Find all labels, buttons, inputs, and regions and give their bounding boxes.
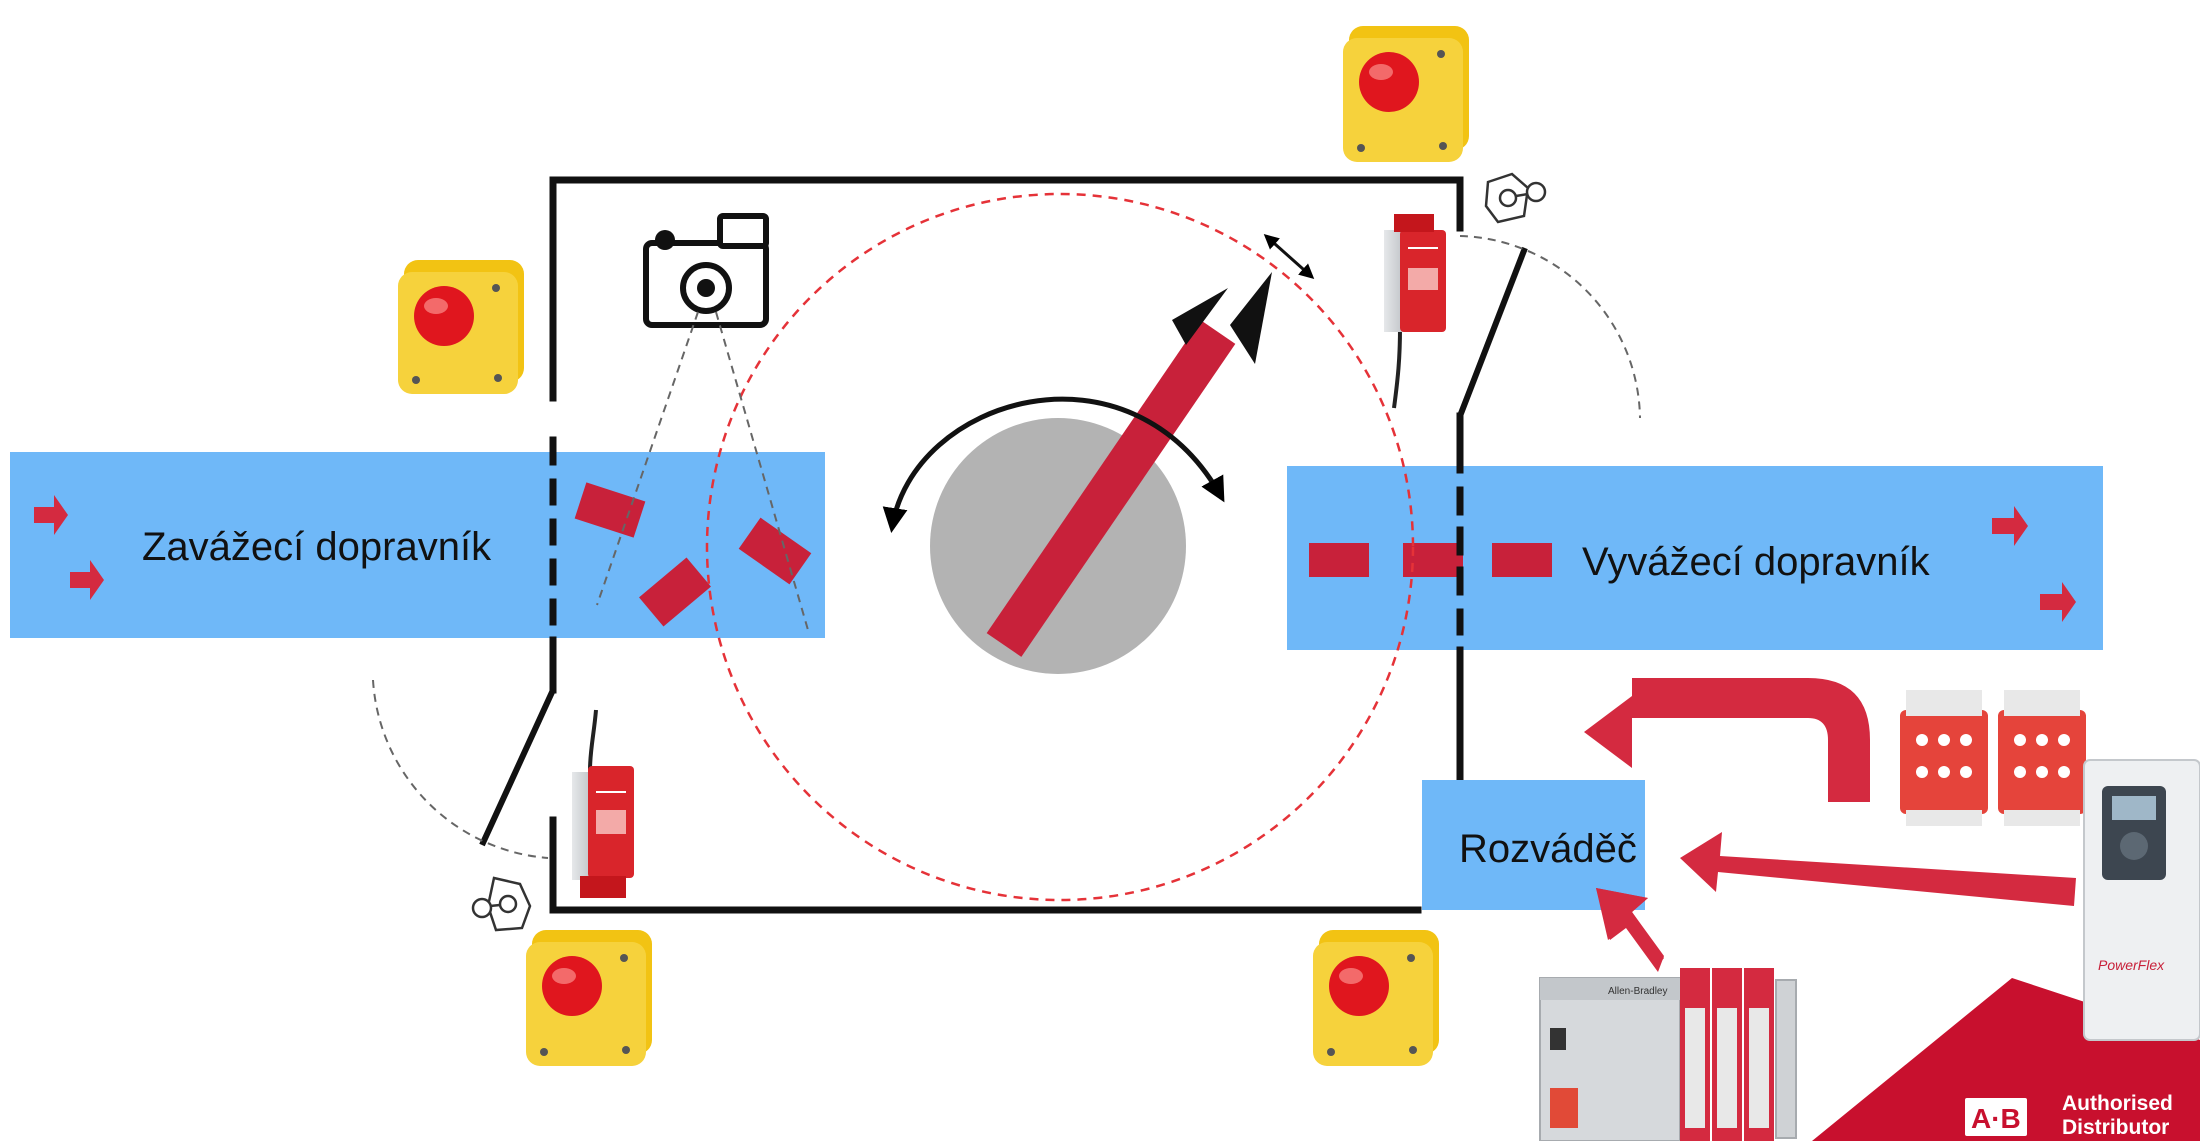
badge-line-1: Authorised	[2062, 1092, 2173, 1115]
safety-relay-icon	[1900, 690, 1988, 826]
control-cabinet-label: Rozváděč	[1459, 827, 1637, 871]
part	[1309, 543, 1369, 577]
estop-icon	[542, 956, 602, 1016]
flow-arrow-icon	[70, 560, 104, 600]
plc-icon: Allen-Bradley	[1539, 968, 1797, 1141]
vfd-drive-icon: PowerFlex	[2083, 759, 2200, 1041]
safety-relay-icon	[1998, 690, 2086, 826]
infeed-conveyor: Zavážecí dopravník	[10, 452, 825, 638]
estop-top-right	[1343, 26, 1469, 162]
plc-brand-label: Allen-Bradley	[1608, 986, 1667, 997]
badge-line-2: Distributor	[2062, 1116, 2169, 1139]
fence-door-right	[1457, 235, 1641, 419]
outfeed-conveyor: Vyvážecí dopravník	[1287, 466, 2103, 650]
relay-feedback-arrow	[1584, 678, 1870, 802]
door-interlock-icon	[1384, 214, 1446, 409]
safety-zone-boundary	[705, 192, 1415, 902]
drive-signal-arrow	[1680, 832, 2076, 906]
infeed-conveyor-label: Zavážecí dopravník	[142, 525, 492, 569]
part	[639, 557, 711, 627]
flow-arrow-icon	[34, 495, 68, 535]
robot-arm-icon	[930, 234, 1315, 674]
infeed-parts	[574, 482, 812, 627]
key-switch-icon	[1484, 172, 1547, 224]
estop-icon	[1359, 52, 1419, 112]
part	[738, 517, 812, 585]
estop-top-left	[398, 260, 524, 394]
ab-logo: A·B	[1971, 1103, 2021, 1134]
door-interlock-icon	[572, 709, 634, 898]
estop-bottom-right	[1313, 930, 1439, 1066]
signal-arrows	[1584, 678, 2076, 972]
camera-field-of-view	[596, 311, 809, 631]
flow-arrow-icon	[1992, 506, 2028, 546]
drive-brand-label: PowerFlex	[2098, 957, 2165, 973]
estop-bottom-left	[526, 930, 652, 1066]
estop-icon	[1329, 956, 1389, 1016]
outfeed-conveyor-label: Vyvážecí dopravník	[1582, 540, 1931, 584]
estop-icon	[414, 286, 474, 346]
part	[1492, 543, 1552, 577]
control-cabinet: Rozváděč	[1422, 780, 1645, 910]
fence-door-left	[372, 679, 556, 859]
flow-arrow-icon	[2040, 582, 2076, 622]
safety-fence	[549, 176, 1464, 914]
part	[574, 482, 646, 538]
key-switch-icon	[471, 876, 532, 932]
rotation-arrow-icon	[882, 396, 1225, 533]
camera-icon	[643, 213, 769, 328]
